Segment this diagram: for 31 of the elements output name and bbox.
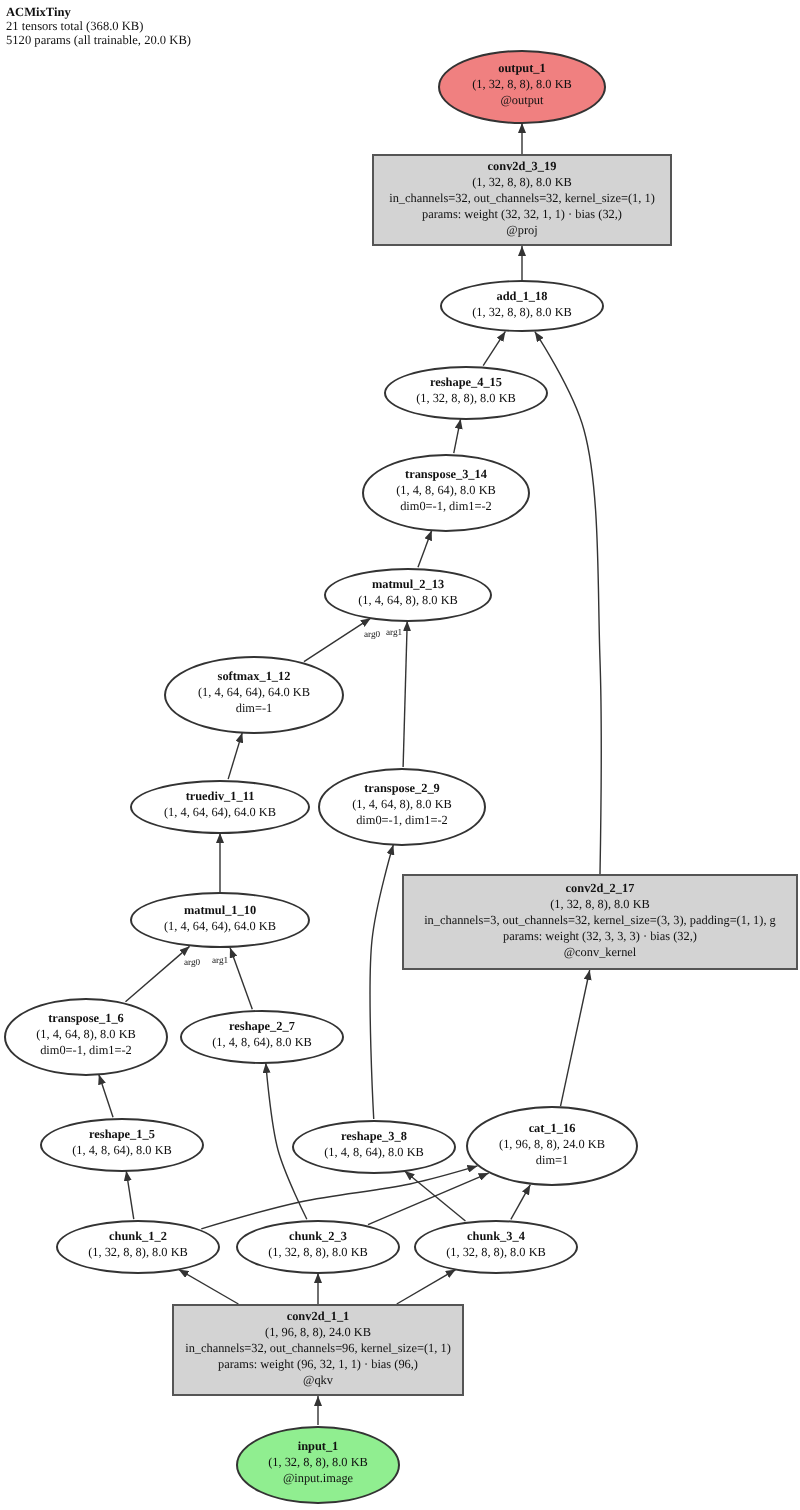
arrow: [314, 1272, 322, 1305]
arrow: [518, 122, 526, 155]
arrow: [417, 529, 433, 568]
layer-box: [402, 874, 798, 970]
arrow: [177, 1268, 240, 1305]
operation-ellipse: [56, 1219, 220, 1273]
arrow: [227, 731, 244, 780]
arrow: [534, 331, 602, 875]
arrow: [518, 245, 526, 281]
arrow: [229, 947, 253, 1010]
layer-box: [372, 154, 672, 246]
operation-ellipse: [466, 1106, 638, 1186]
arrow: [510, 1184, 532, 1221]
arrow: [124, 945, 191, 1003]
arrow: [396, 1268, 457, 1305]
arrow: [403, 1170, 467, 1222]
arrow: [314, 1395, 322, 1426]
arrow: [262, 1062, 308, 1220]
arrow: [453, 418, 463, 454]
arrow: [98, 1073, 114, 1118]
layer-box: [172, 1304, 464, 1396]
arrow: [216, 832, 224, 893]
arrow: [369, 844, 395, 1120]
arrow: [303, 617, 372, 663]
arrow: [402, 620, 411, 768]
arrow: [123, 1170, 135, 1220]
arrow: [200, 1164, 479, 1230]
arrow: [367, 1172, 490, 1226]
operation-ellipse: [292, 1119, 456, 1173]
arrow: [559, 969, 592, 1107]
arrow: [482, 330, 507, 367]
